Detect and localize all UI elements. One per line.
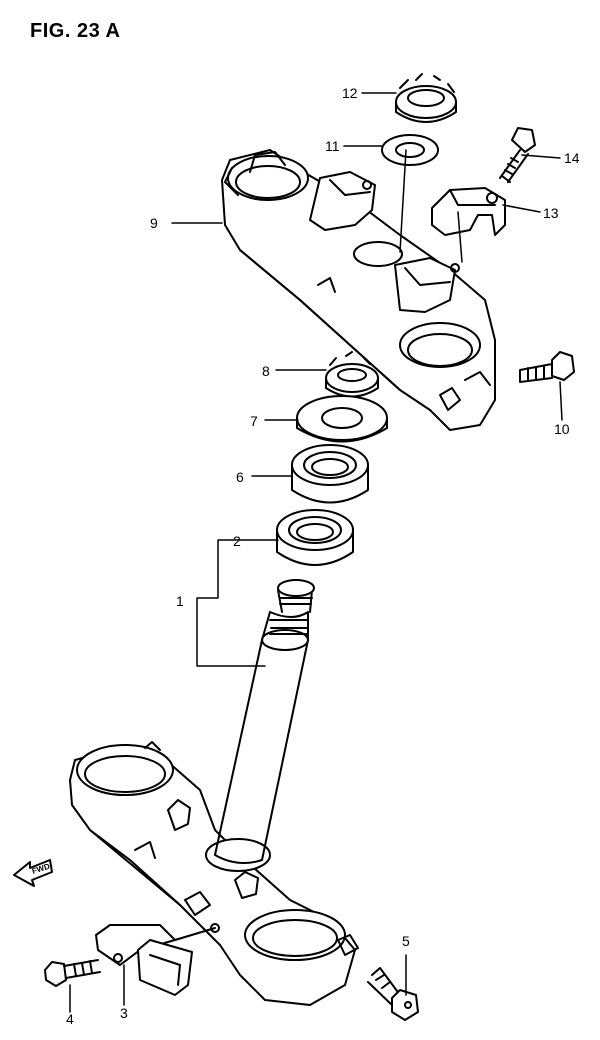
callout-14: 14 [564,150,580,166]
clamp-bolt [499,127,536,183]
callout-4: 4 [66,1011,74,1027]
callout-3: 3 [120,1005,128,1021]
callout-13: 13 [543,205,559,221]
callout-9: 9 [150,215,158,231]
upper-bracket [221,149,496,431]
upper-bearing [291,444,369,504]
cable-guide [95,923,220,996]
callout-8: 8 [262,363,270,379]
callout-numbers: 1 2 3 4 5 6 7 8 9 10 11 12 13 14 [66,85,580,1027]
steering-stem-lower-bracket [69,579,359,1006]
figure-title: FIG. 23 A [30,20,121,42]
callout-5: 5 [402,933,410,949]
callout-10: 10 [554,421,570,437]
stem-bolt [367,967,419,1021]
callout-11: 11 [325,138,340,154]
steering-stem-nut [395,73,457,123]
leader-lines [69,92,563,1013]
forward-arrow-icon: FWD [13,859,53,887]
lock-nut [325,351,379,398]
handlebar-clamp [431,187,506,236]
callout-1: 1 [176,593,184,609]
lower-bearing [276,509,354,566]
dust-seal [296,395,388,443]
callout-7: 7 [250,413,258,429]
washer [381,134,439,166]
callout-12: 12 [342,85,358,101]
pinch-bolt [519,351,575,383]
guide-bolt [44,959,101,987]
callout-2: 2 [233,533,241,549]
callout-6: 6 [236,469,244,485]
